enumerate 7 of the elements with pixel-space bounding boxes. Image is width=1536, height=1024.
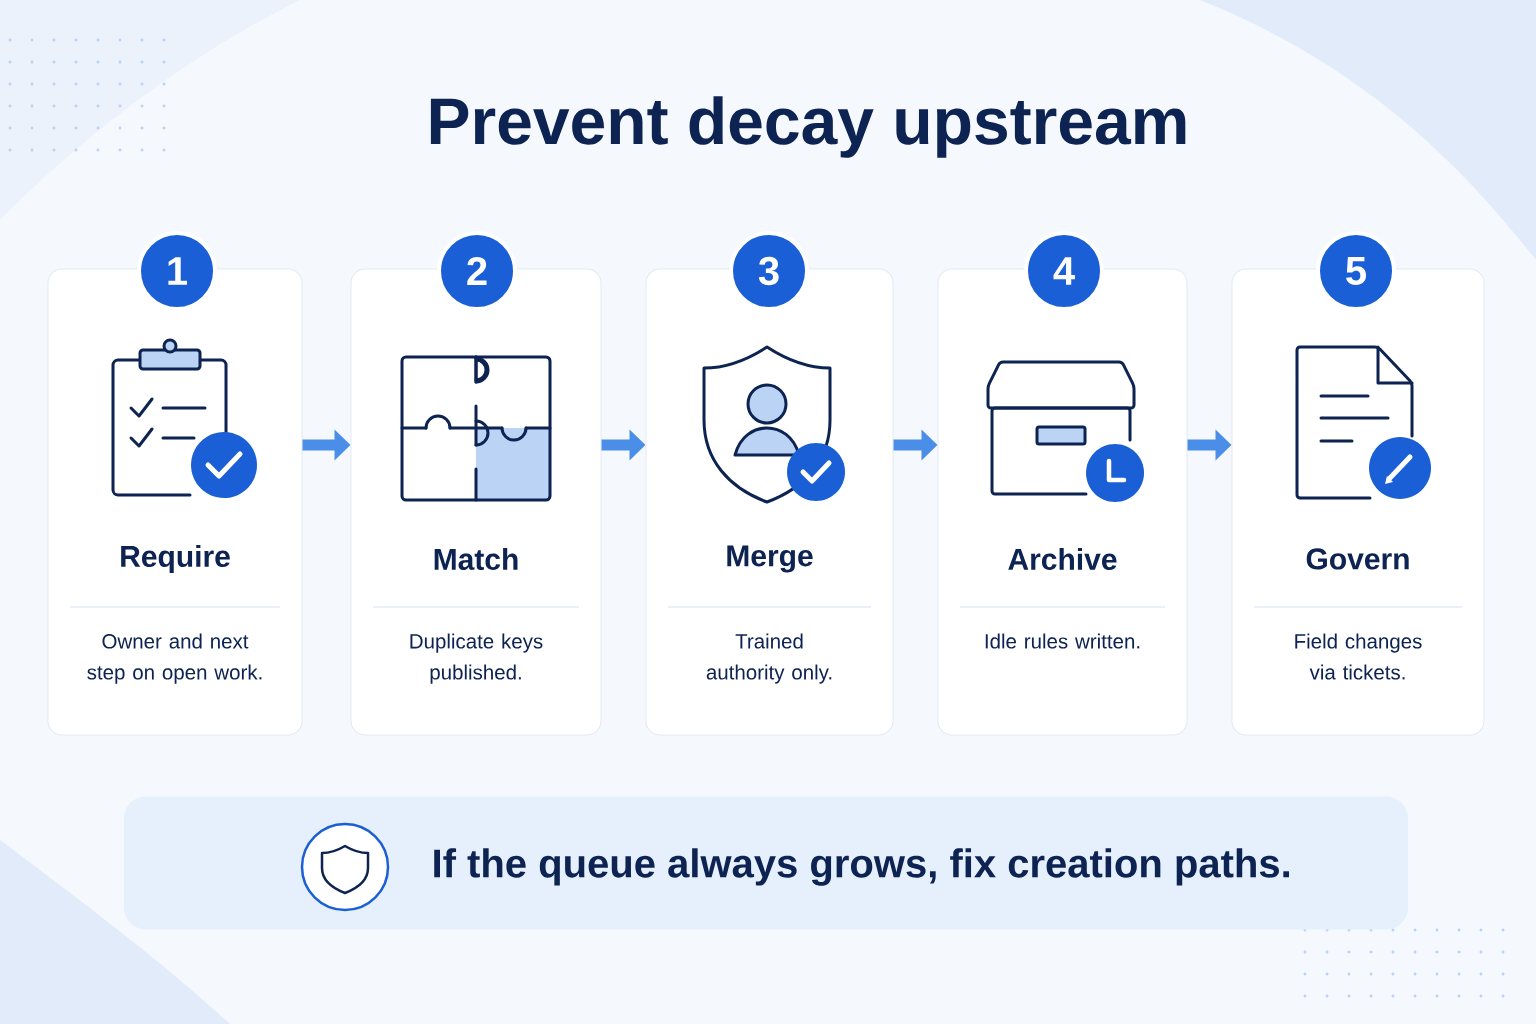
number-badge: 3 [729, 231, 809, 311]
number-badge: 5 [1316, 231, 1396, 311]
number-badge: 4 [1024, 231, 1104, 311]
message-banner: If the queue always grows, fix creation paths. [124, 796, 1408, 930]
title: Prevent decay upstream [430, 96, 1186, 158]
number-badge: 2 [437, 231, 517, 311]
number-badge: 1 [137, 231, 217, 311]
